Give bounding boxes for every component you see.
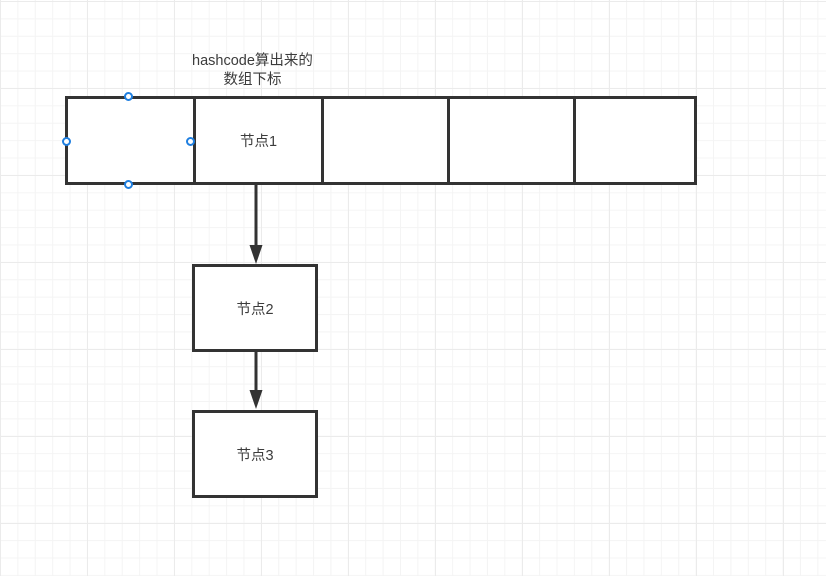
handle-right-middle[interactable] bbox=[186, 137, 195, 146]
arrow-head bbox=[249, 245, 263, 264]
arrow-node2-to-node3[interactable] bbox=[246, 352, 266, 412]
node-box-node3[interactable]: 节点3 bbox=[192, 410, 318, 498]
node-box-node2[interactable]: 节点2 bbox=[192, 264, 318, 352]
handle-bottom-center[interactable] bbox=[124, 180, 133, 189]
array-cell-1-node1[interactable]: 节点1 bbox=[196, 99, 324, 182]
array-cell-2[interactable] bbox=[324, 99, 450, 182]
arrow-bucket-to-node2[interactable] bbox=[246, 185, 266, 267]
caption-hashcode-index: hashcode算出来的 数组下标 bbox=[192, 53, 313, 88]
array-cell-4[interactable] bbox=[576, 99, 694, 182]
array-cell-3[interactable] bbox=[450, 99, 576, 182]
handle-top-center[interactable] bbox=[124, 92, 133, 101]
handle-left-middle[interactable] bbox=[62, 137, 71, 146]
hash-array-row[interactable]: 节点1 bbox=[65, 96, 697, 185]
array-cell-0[interactable] bbox=[68, 99, 196, 182]
arrow-head bbox=[249, 390, 263, 409]
